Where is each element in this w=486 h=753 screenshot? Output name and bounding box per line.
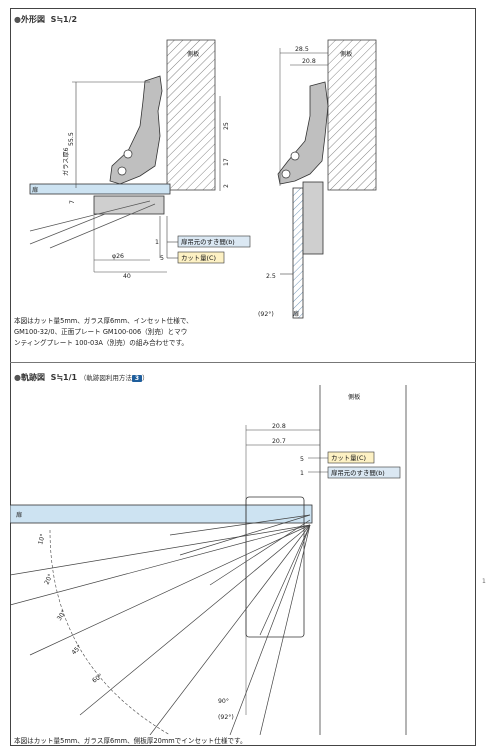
glass-door-right xyxy=(292,187,304,319)
gap-label-left: 扉吊元のすき間(b) xyxy=(181,237,235,246)
door-label-traj: 扉 xyxy=(16,511,22,519)
hinge-cup-right xyxy=(302,181,324,255)
gap-label-traj: 扉吊元のすき間(b) xyxy=(331,468,385,477)
dim-1-left: 1 xyxy=(155,239,159,246)
side-panel-label-left: 側板 xyxy=(187,50,199,58)
angle-90: 90° xyxy=(218,697,229,705)
page-frame xyxy=(10,8,476,746)
dim-5-left: 5 xyxy=(160,255,164,262)
section1-note: 本図はカット量5mm、ガラス厚6mm、インセット仕様で、 GM100-32/0、… xyxy=(14,316,314,349)
door-sweep-lines xyxy=(10,514,311,735)
note-line: 本図はカット量5mm、ガラス厚6mm、インセット仕様で、 xyxy=(14,317,193,325)
dim-28-5: 28.5 xyxy=(295,46,309,53)
dim-25: 25 xyxy=(223,122,230,130)
section1-header: ●外形図 S≒1/2 xyxy=(14,14,77,25)
dim-2: 2 xyxy=(223,184,230,188)
angle-92-top: (92°) xyxy=(258,310,274,318)
arc-label: 60° xyxy=(91,672,105,685)
cut-label-left: カット量(C) xyxy=(181,254,216,262)
dim-phi26: φ26 xyxy=(112,253,124,260)
dim-5-traj: 5 xyxy=(300,456,304,463)
gap-label-box-left xyxy=(177,235,251,248)
gap-label-box-traj xyxy=(327,466,401,479)
cut-label-traj: カット量(C) xyxy=(331,454,366,462)
door-label-right: 扉 xyxy=(293,310,299,318)
usage-number-badge[interactable]: 3 xyxy=(131,375,143,382)
dim-2-5: 2.5 xyxy=(266,273,276,280)
trajectory-drawing: 側板 扉 20.8 20.7 5 1 カット量(C) 扉吊元のすき間(b) 10… xyxy=(10,385,407,735)
dim-7: 7 xyxy=(69,200,76,204)
hinge-contour-traj xyxy=(245,496,305,638)
usage-close: ） xyxy=(142,374,149,382)
hinge-body-right xyxy=(277,81,329,185)
door-traj xyxy=(10,504,313,524)
dim-20-8-traj: 20.8 xyxy=(272,423,286,430)
section2-note: 本図はカット量5mm、ガラス厚6mm、側板厚20mmでインセット仕様です。 xyxy=(14,737,247,745)
dim-55-5: 55.5 xyxy=(68,132,75,146)
arc-label: 10° xyxy=(36,533,47,546)
side-panel-label-traj: 側板 xyxy=(348,393,360,401)
glass-door-left xyxy=(29,183,171,195)
usage-label: （軌跡図利用方法 xyxy=(79,374,132,382)
side-panel-right xyxy=(327,39,377,191)
section2-scale: S≒1/1 xyxy=(50,373,78,382)
angle-92: (92°) xyxy=(218,713,234,721)
cut-label-box-traj xyxy=(327,451,375,464)
glass-label: ガラス厚6 xyxy=(62,147,70,176)
section1-scale: S≒1/2 xyxy=(50,15,78,24)
dim-20-7-traj: 20.7 xyxy=(272,438,286,445)
dim-20-8: 20.8 xyxy=(302,58,316,65)
side-panel-left xyxy=(166,39,216,191)
hinge-cup-left xyxy=(93,195,165,215)
section2-title: 軌跡図 xyxy=(20,373,45,382)
bullet-icon: ● xyxy=(14,15,21,24)
bullet-icon: ● xyxy=(14,373,21,382)
arc-label: 45° xyxy=(70,643,83,656)
note-line: GM100-32/0、正面プレート GM100-006（別売）とマウ xyxy=(14,328,188,336)
hinge-body-left xyxy=(109,75,163,185)
side-panel-label-right: 側板 xyxy=(340,50,352,58)
page-marker: 1 xyxy=(482,578,486,585)
section-divider xyxy=(10,362,476,363)
door-label-left: 扉 xyxy=(32,186,38,194)
note-line: ンティングプレート 100-03A（別売）の組み合わせです。 xyxy=(14,339,188,347)
exterior-drawing: 側板 扉 ガラス厚6 55.5 25 17 2 7 1 5 扉吊元のすき間(b)… xyxy=(29,39,377,319)
section1-title: 外形図 xyxy=(20,15,45,24)
dim-1-traj: 1 xyxy=(300,470,304,477)
cut-label-box-left xyxy=(177,251,225,264)
dim-40: 40 xyxy=(123,273,131,280)
arc-label: 20° xyxy=(43,573,55,586)
dim-17: 17 xyxy=(223,158,230,166)
